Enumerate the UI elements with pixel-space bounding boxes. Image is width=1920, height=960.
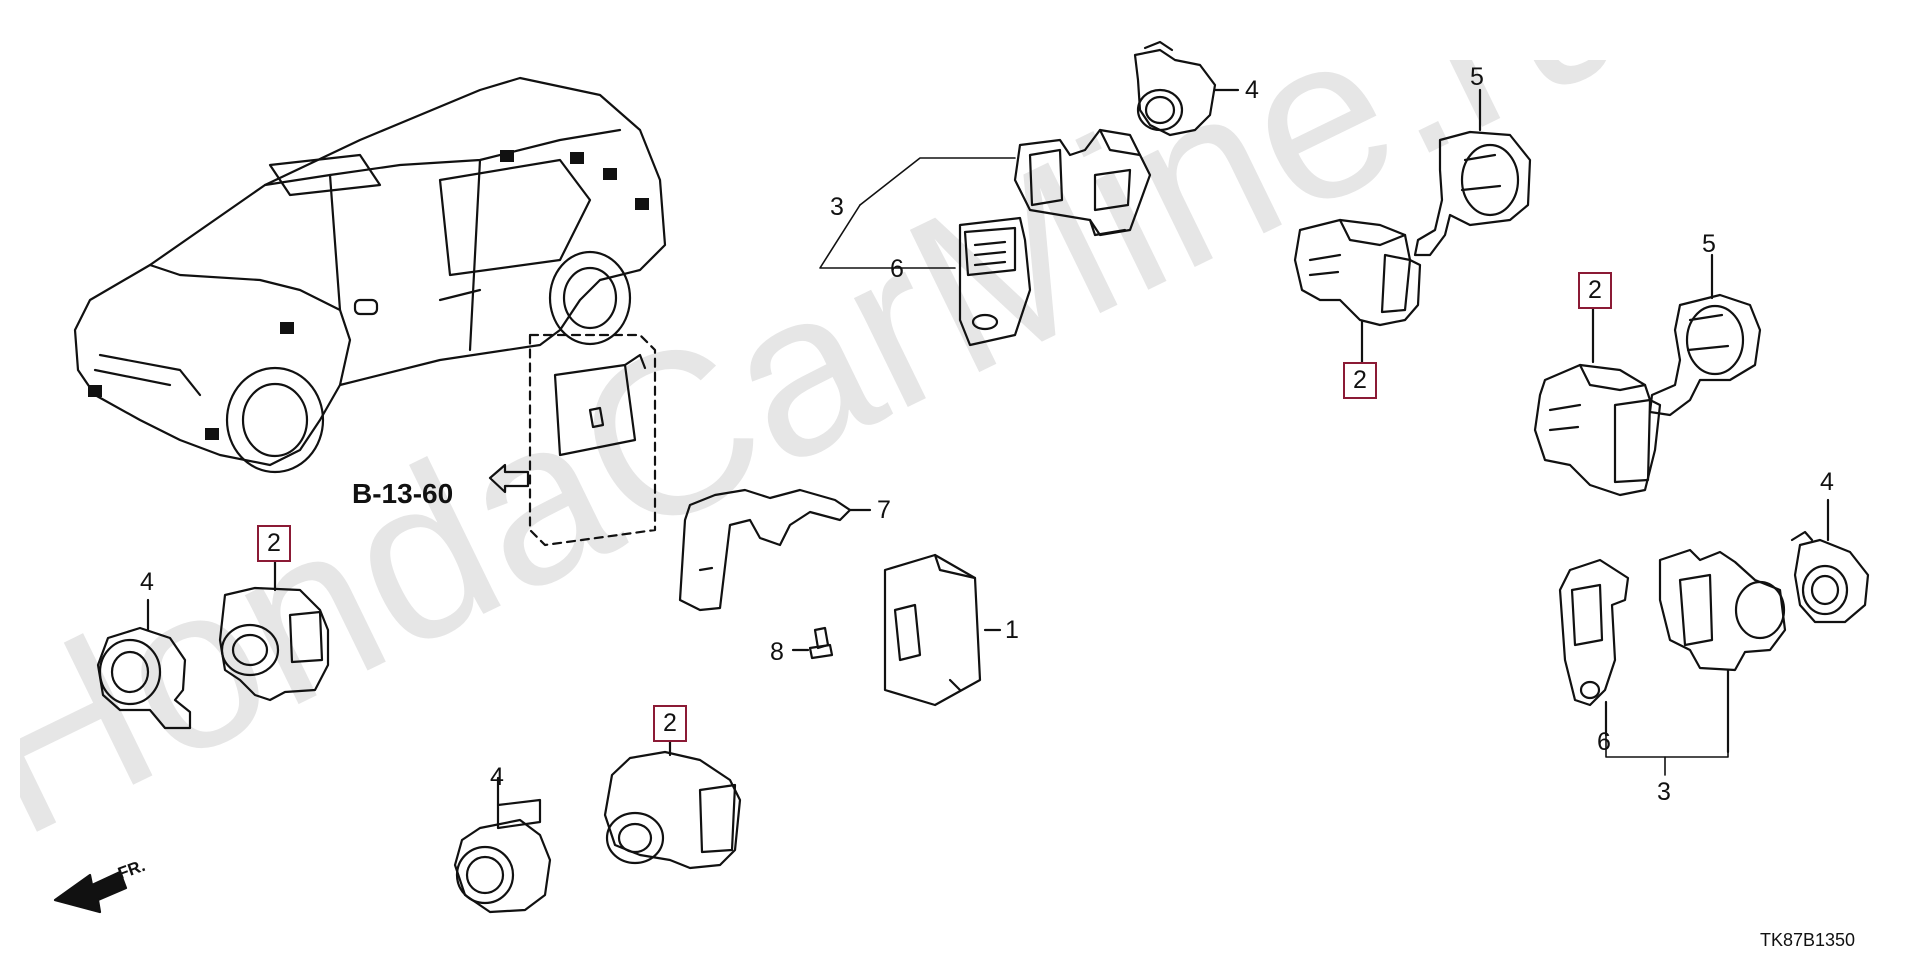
- callout-4-top: 4: [1245, 76, 1259, 104]
- callout-7: 7: [877, 496, 891, 524]
- vehicle-illustration: [73, 76, 667, 474]
- part-sensor-retainer-top: [1413, 88, 1532, 257]
- callout-5-right: 5: [1702, 230, 1716, 258]
- callout-4-right: 4: [1820, 468, 1834, 496]
- callout-3-top: 3: [830, 193, 844, 221]
- part-sensor-ring-right: [1790, 498, 1870, 624]
- reference-module: [488, 333, 657, 547]
- callout-2-right: 2: [1578, 272, 1612, 309]
- diagram-code: TK87B1350: [1760, 930, 1856, 950]
- callout-4-bottom: 4: [490, 763, 504, 791]
- part-sensor-left: [218, 553, 330, 702]
- callout-3-right: 3: [1657, 778, 1671, 806]
- part-sensor-ring-bottom: [453, 776, 552, 914]
- callout-6-right: 6: [1597, 728, 1611, 756]
- part-sensor-bottom: [603, 738, 742, 870]
- callout-2-middle: 2: [1343, 362, 1377, 399]
- part-sensor-ring-top: [1133, 40, 1240, 137]
- part-sensor-ring-left: [96, 598, 192, 730]
- part-sensor-assembly-top: [1013, 128, 1152, 237]
- callout-2-bottom: 2: [653, 705, 687, 742]
- part-sensor-retainer-right: [1648, 253, 1762, 417]
- callout-1: 1: [1005, 616, 1019, 644]
- front-arrow: [53, 870, 128, 914]
- part-clip-right: [1558, 558, 1630, 737]
- callout-6-top: 6: [890, 255, 904, 283]
- part-bracket: [678, 488, 872, 612]
- part-bolt: [791, 626, 834, 660]
- part-sensor-assembly-right: [1658, 548, 1787, 754]
- part-sensor-right: [1533, 303, 1662, 497]
- callout-4-left: 4: [140, 568, 154, 596]
- part-sensor-middle: [1293, 218, 1422, 364]
- callout-8: 8: [770, 638, 784, 666]
- part-clip-top: [958, 216, 1032, 347]
- part-control-unit: [883, 553, 1002, 707]
- callout-2-left: 2: [257, 525, 291, 562]
- leader-lines: [819, 157, 1729, 776]
- callout-5-top: 5: [1470, 63, 1484, 91]
- reference-code: B-13-60: [352, 478, 454, 509]
